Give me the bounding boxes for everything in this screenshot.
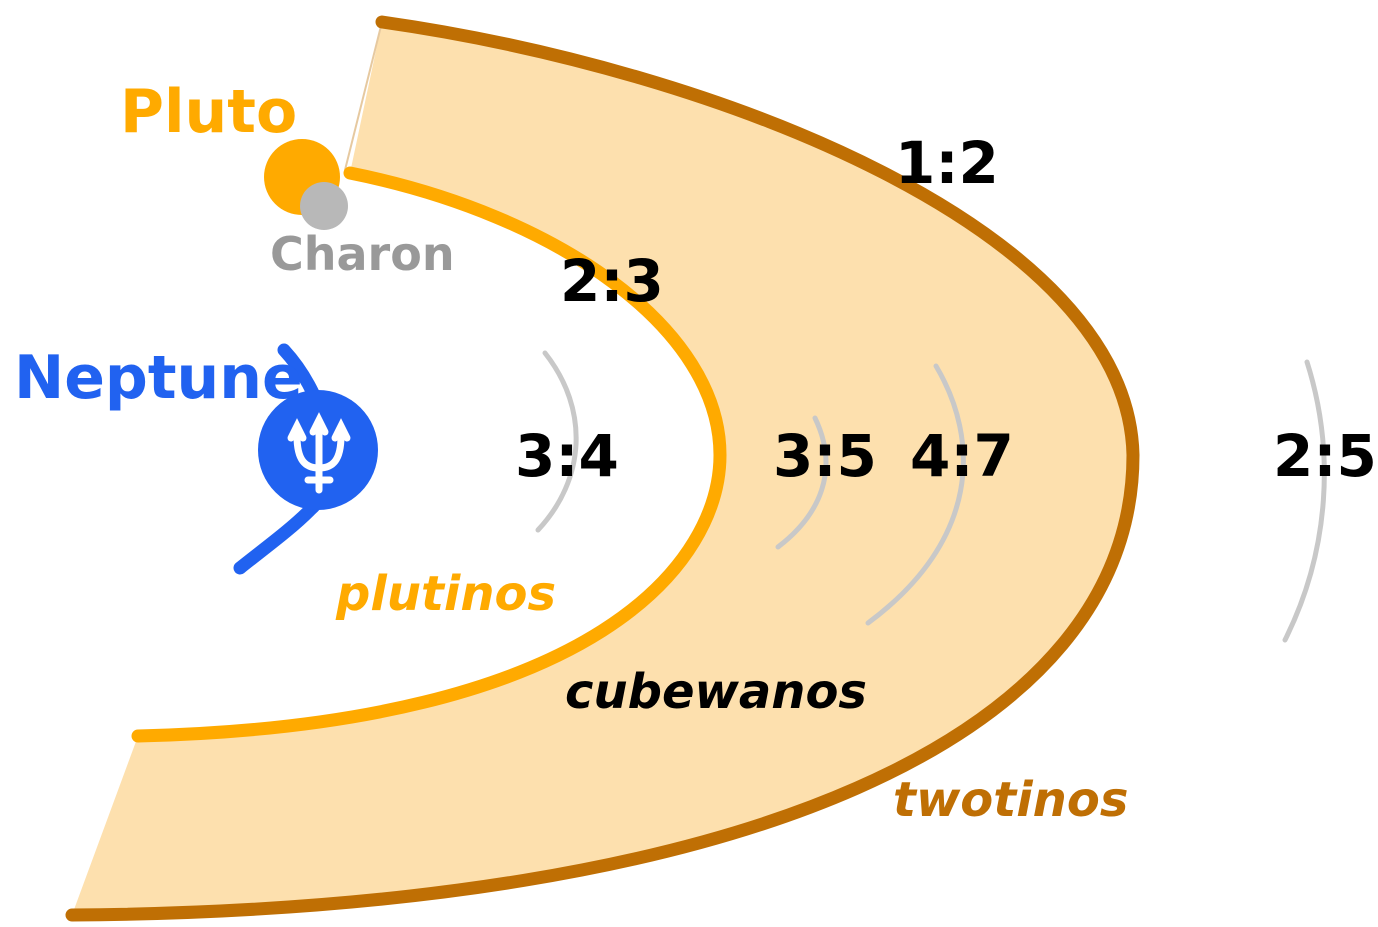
neptune-planet <box>258 390 378 510</box>
belt-upper-edge <box>344 21 383 171</box>
resonance-arc-2-5 <box>1282 359 1327 643</box>
cubewanos-label: cubewanos <box>565 664 867 720</box>
resonance-label-4-7: 4:7 <box>910 422 1014 490</box>
resonance-label-3-5: 3:5 <box>773 422 877 490</box>
resonance-arc-3-4 <box>535 350 579 533</box>
twotino-orbit <box>65 15 1140 922</box>
neptune-trident-icon <box>287 412 351 494</box>
charon-moon <box>300 182 348 230</box>
charon-label: Charon <box>270 227 455 281</box>
resonance-label-2-3: 2:3 <box>560 247 664 315</box>
twotinos-label: twotinos <box>893 772 1128 828</box>
resonance-arc-4-7 <box>865 363 966 626</box>
resonance-label-3-4: 3:4 <box>515 422 619 490</box>
plutino-orbit <box>131 166 727 743</box>
pluto-label: Pluto <box>120 77 297 147</box>
kuiper-belt-band <box>72 22 1133 915</box>
resonance-label-1-2: 1:2 <box>895 129 999 197</box>
resonance-arc-3-5 <box>775 415 829 550</box>
resonance-label-2-5: 2:5 <box>1273 422 1377 490</box>
plutinos-label: plutinos <box>335 566 556 622</box>
neptune-label: Neptune <box>14 343 303 413</box>
